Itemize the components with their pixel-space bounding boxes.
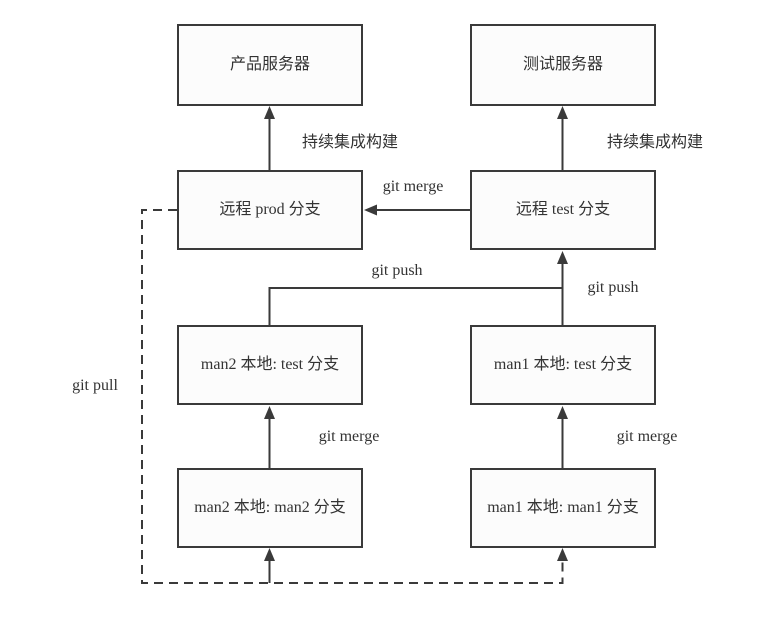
edge-label-git-merge-right: git merge	[614, 428, 680, 446]
edge-label-git-push-right: git push	[585, 279, 641, 297]
arrowhead-ci-build-left	[264, 106, 275, 119]
edge-label-git-pull: git pull	[70, 377, 120, 395]
node-label: man2 本地: man2 分支	[194, 499, 346, 517]
node-label: 测试服务器	[522, 56, 603, 74]
arrowhead-git-merge-remote	[364, 204, 377, 216]
edge-label-git-merge-top: git merge	[380, 178, 446, 196]
node-remote-test-branch: 远程 test 分支	[470, 170, 656, 250]
edge-label-ci-build-left: 持续集成构建	[299, 128, 401, 152]
node-remote-prod-branch: 远程 prod 分支	[177, 170, 363, 250]
arrowhead-git-push	[557, 251, 568, 264]
node-man2-local-test-branch: man2 本地: test 分支	[177, 325, 363, 405]
node-man1-local-test-branch: man1 本地: test 分支	[470, 325, 656, 405]
arrowhead-ci-build-right	[557, 106, 568, 119]
node-label: man1 本地: man1 分支	[487, 499, 639, 517]
node-man2-local-man2-branch: man2 本地: man2 分支	[177, 468, 363, 548]
edge-label-git-push-left: git push	[369, 262, 425, 280]
node-product-server: 产品服务器	[177, 24, 363, 106]
arrowhead-git-merge-man1	[557, 406, 568, 419]
node-label: 远程 prod 分支	[219, 201, 321, 219]
node-label: 产品服务器	[229, 56, 310, 74]
node-label: man1 本地: test 分支	[493, 356, 633, 374]
node-man1-local-man1-branch: man1 本地: man1 分支	[470, 468, 656, 548]
arrowhead-git-pull-man2	[264, 548, 275, 561]
node-label: man2 本地: test 分支	[200, 356, 340, 374]
edge-label-git-merge-left: git merge	[316, 428, 382, 446]
edge-git-pull-main-line	[141, 209, 564, 584]
arrowhead-git-merge-man2	[264, 406, 275, 419]
node-test-server: 测试服务器	[470, 24, 656, 106]
edge-git-push-man2-line	[268, 287, 563, 325]
arrowhead-git-pull-man1	[557, 548, 568, 561]
node-label: 远程 test 分支	[515, 201, 611, 219]
edge-label-ci-build-right: 持续集成构建	[604, 128, 706, 152]
